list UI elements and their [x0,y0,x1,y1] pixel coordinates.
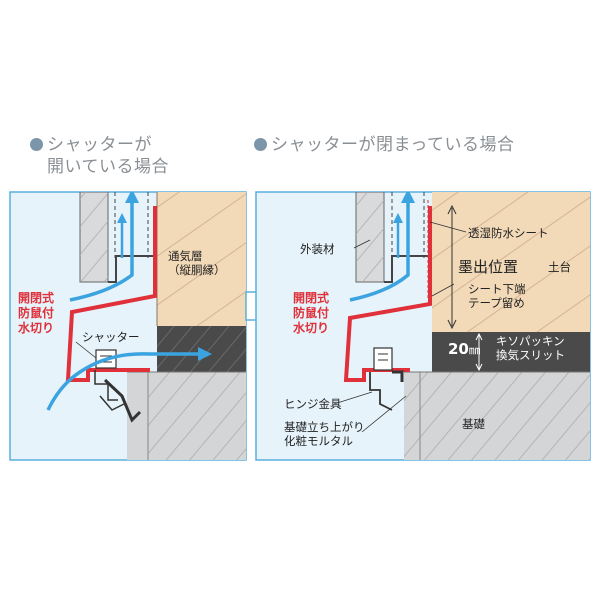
packing-hatch [157,326,246,372]
shutter-block-right [373,347,393,371]
heading-right: シャッターが閉まっている場合 [254,134,514,156]
foundation-hatch [148,372,246,460]
label-ink-position: 墨出位置 [458,258,519,276]
flashing-red-right [343,206,432,382]
label-air-layer: 通気層 （縦胴縁） [168,249,226,277]
label-sill: 土台 [548,260,571,274]
label-mortar: 基礎立ち上がり 化粧モルタル [284,420,365,448]
sill-wood-grain-right [432,192,590,332]
label-packing: キソパッキン 換気スリット [496,334,565,362]
airflow-through-arrow [46,347,212,411]
label-exterior-material: 外装材 [300,242,335,256]
shutter-flap-open [103,378,142,423]
packing-dark-right [432,332,590,372]
bullet-dot-icon [30,138,43,151]
foundation-hatch-right [404,372,590,460]
label-sheet-end: シート下端 テープ留め [468,282,526,310]
hinge-fitting [369,372,393,411]
heading-right-text: シャッターが閉まっている場合 [271,135,515,155]
label-flashing-left: 開閉式 防鼠付 水切り [18,291,55,335]
label-gap: 20㎜ [448,340,481,358]
heading-left-line2: 開いている場合 [47,157,169,177]
label-foundation: 基礎 [462,417,485,431]
left-panel-content [46,192,246,460]
airflow-curve-in [69,258,134,302]
label-hinge: ヒンジ金具 [284,397,342,411]
exterior-siding-hatch [80,192,108,282]
airflow-curve-in-right [349,258,410,302]
sill-wood-grain [157,192,246,326]
shutter-flap-closed [392,370,404,382]
heading-left-line1: シャッターが [47,135,152,155]
label-moisture-sheet: 透湿防水シート [468,226,549,240]
label-flashing-right: 開閉式 防鼠付 水切り [293,291,330,335]
label-shutter: シャッター [82,330,140,344]
heading-left: シャッターが 開いている場合 [30,134,169,178]
exterior-siding-hatch-right [356,192,384,282]
right-panel-content [333,192,590,460]
bullet-dot-icon [254,138,267,151]
